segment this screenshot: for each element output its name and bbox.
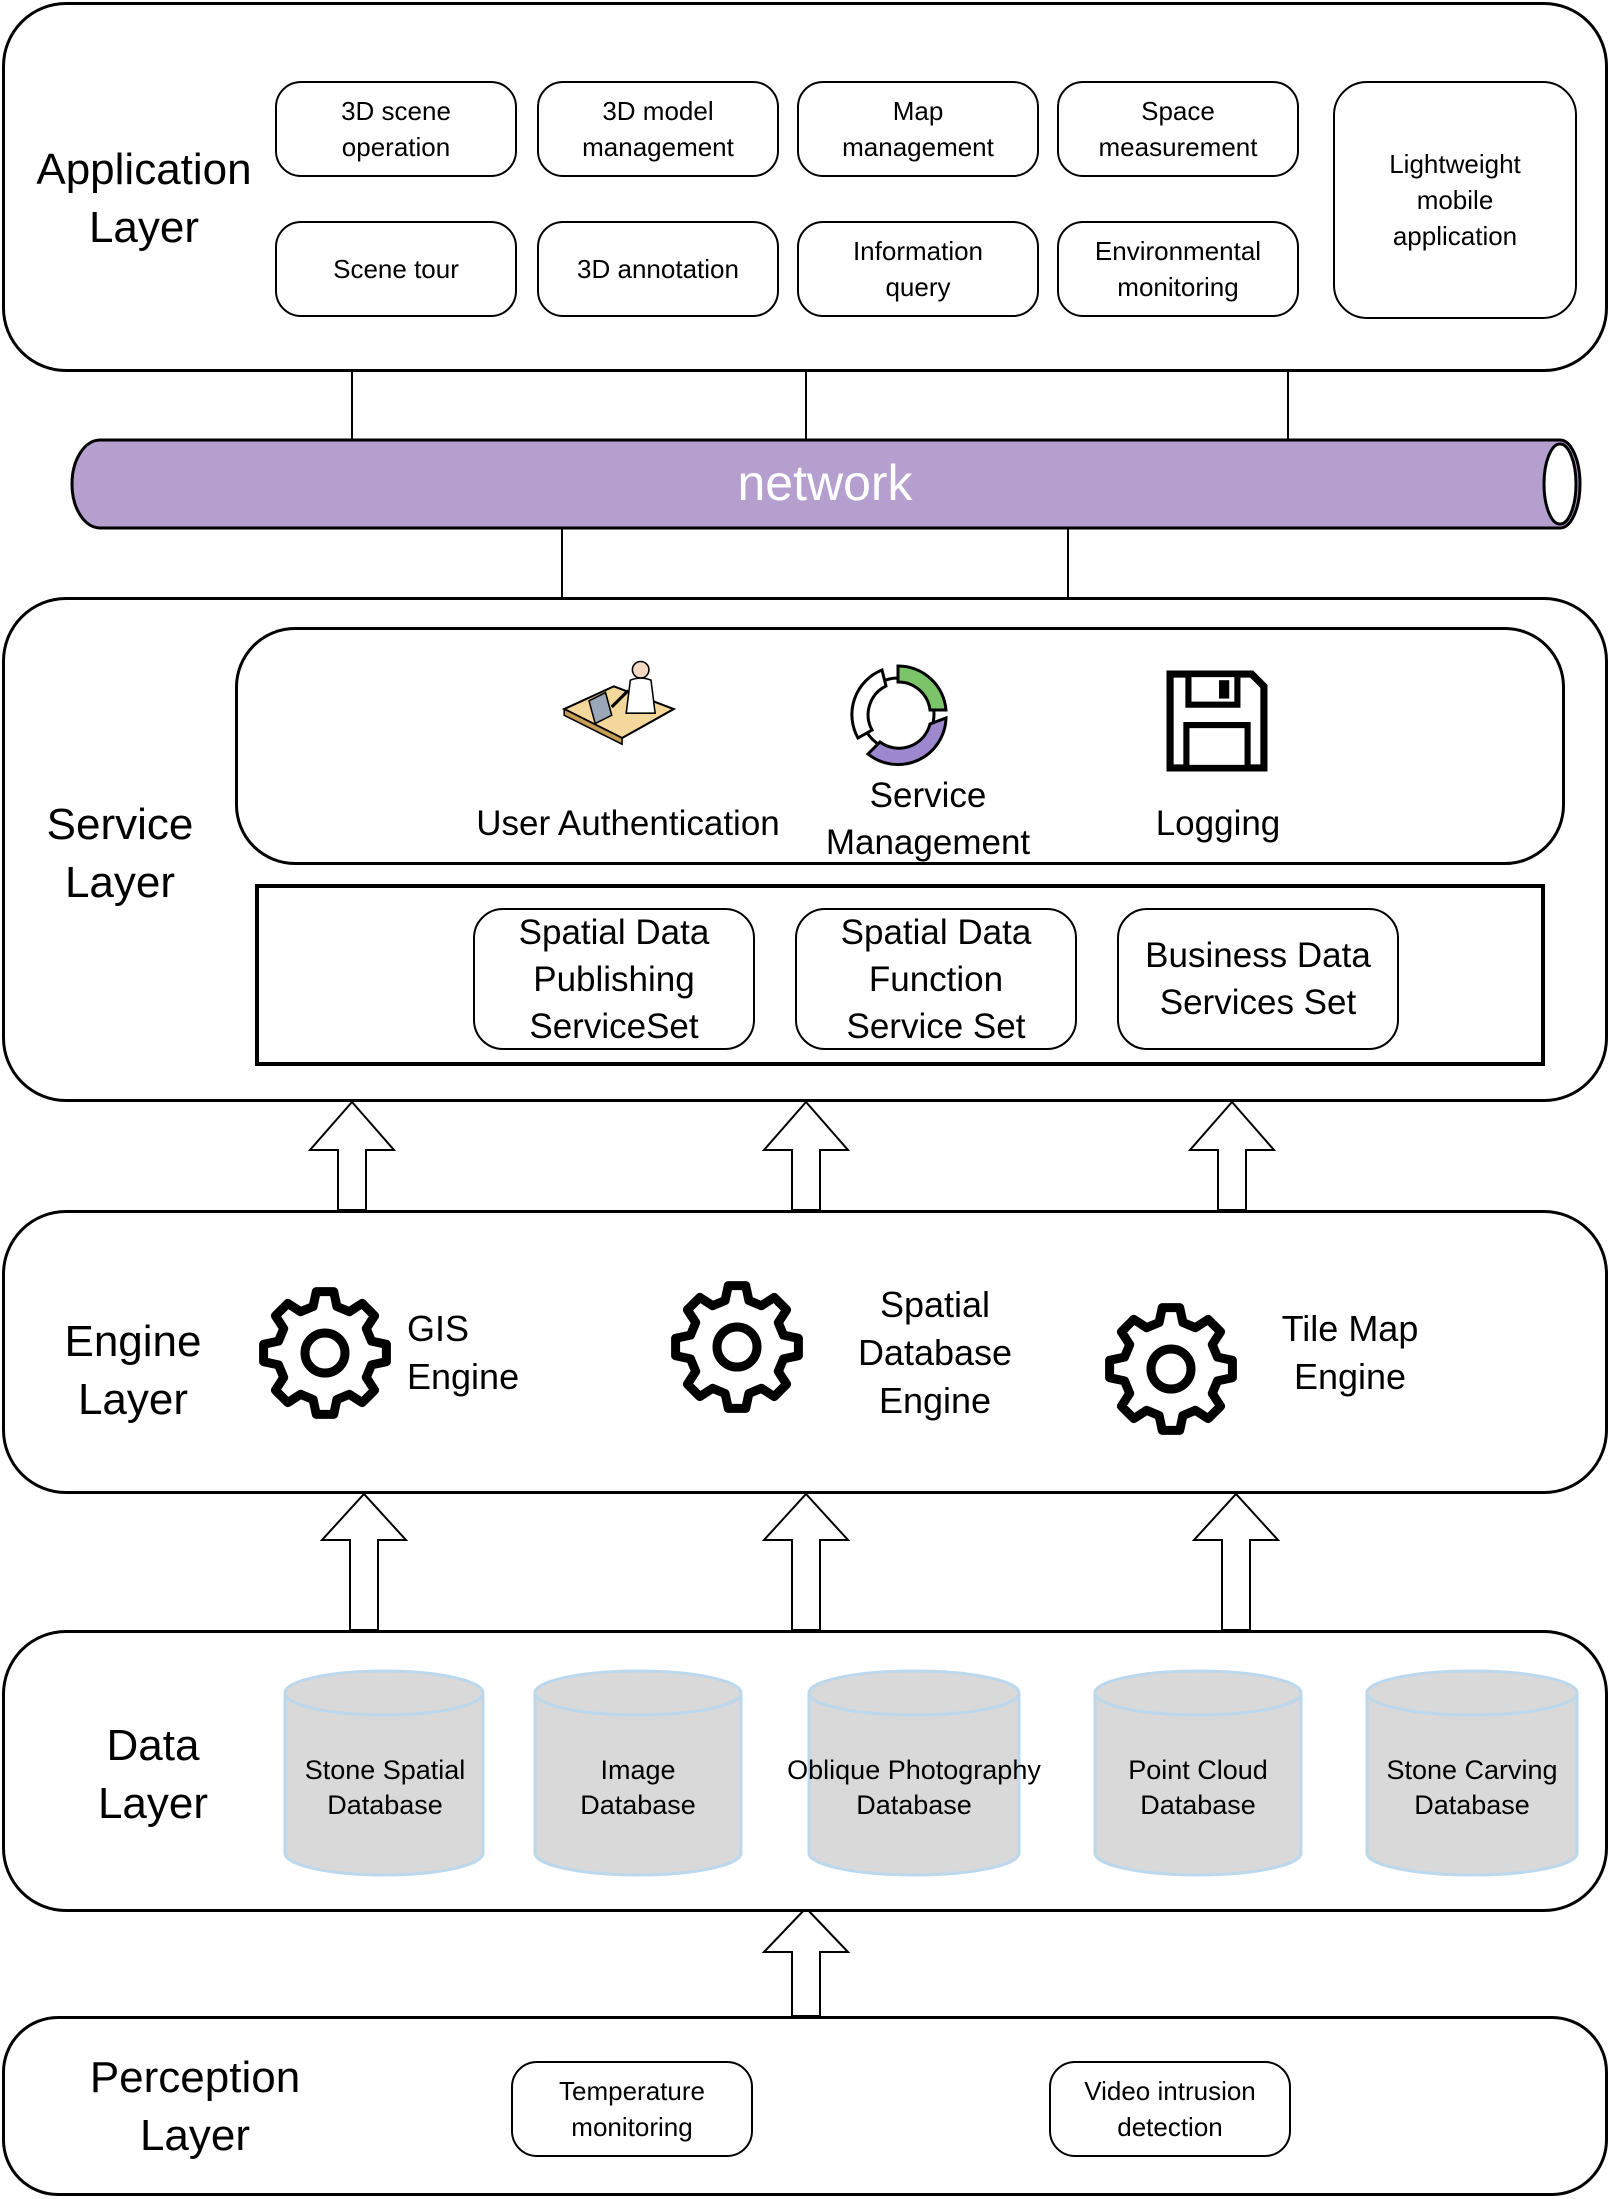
point-cloud-database: Point Cloud Database (1128, 1755, 1268, 1820)
gis-engine-label: GIS Engine (407, 1308, 520, 1397)
database-cylinder-top (1365, 1669, 1579, 1717)
service-set-business-data: Business Data Services Set (1117, 908, 1399, 1050)
service-layer-title: Service Layer (46, 800, 194, 907)
module-information-query: Information query (797, 221, 1039, 317)
application-layer-title: Application Layer (36, 145, 252, 252)
data-layer-title: Data Layer (97, 1721, 209, 1828)
network-label: network (737, 455, 913, 511)
service-core-panel: User Authentication Service Management L… (235, 627, 1565, 865)
data-layer: Data Layer Stone Spatial Database Image … (2, 1630, 1608, 1912)
database-cylinders (283, 1669, 1579, 1877)
user-authentication-label: User Authentication (476, 804, 780, 843)
database-cylinder-body (1365, 1691, 1579, 1877)
module-lightweight-mobile-application: Lightweight mobile application (1333, 81, 1577, 319)
stone-spatial-database: Stone Spatial Database (304, 1755, 466, 1820)
network-pipe-body (70, 438, 1582, 530)
sensor-video-intrusion-detection: Video intrusion detection (1049, 2061, 1291, 2157)
gear-hub (1146, 1344, 1196, 1394)
database-icon (1365, 1669, 1579, 1877)
service-set-panel: Spatial Data Publishing ServiceSet Spati… (255, 884, 1545, 1066)
image-database: Image Database (580, 1755, 696, 1820)
module-3d-model-management: 3D model management (537, 81, 779, 177)
database-cylinder-top (1093, 1669, 1303, 1717)
engine-layer: Engine Layer GIS Engine Spatial Database… (2, 1210, 1608, 1494)
service-management-label: Service Management (825, 776, 1031, 862)
service-set-spatial-data-publishing: Spatial Data Publishing ServiceSet (473, 908, 755, 1050)
up-arrow (307, 1100, 1277, 1211)
module-scene-tour: Scene tour (275, 221, 517, 317)
sensor-temperature-monitoring: Temperature monitoring (511, 2061, 753, 2157)
stone-carving-database: Stone Carving Database (1386, 1755, 1558, 1820)
database-cylinder-top (807, 1669, 1021, 1717)
database-cylinder-body (1093, 1691, 1303, 1877)
service-layer: Service Layer User Authentication Servic… (2, 597, 1608, 1102)
module-map-management: Map management (797, 81, 1039, 177)
gear-icon (1105, 1303, 1237, 1435)
gear-icon (671, 1281, 803, 1413)
spatial-database-engine-label: Spatial Database Engine (857, 1284, 1013, 1421)
module-3d-annotation: 3D annotation (537, 221, 779, 317)
database-cylinder-body (533, 1691, 743, 1877)
database-icon (807, 1669, 1021, 1877)
perception-layer: Perception Layer Temperature monitoring … (2, 2016, 1608, 2196)
up-arrow (319, 1492, 1281, 1631)
up-arrow (761, 1906, 851, 2017)
database-icon (533, 1669, 743, 1877)
network-pipe-end (1542, 442, 1578, 526)
gear-hub (712, 1322, 762, 1372)
database-cylinder-top (533, 1669, 743, 1717)
application-layer: Application Layer 3D scene operation 3D … (2, 2, 1608, 372)
floppy-disk-icon (1166, 670, 1268, 772)
oblique-photography-database: Oblique Photography Database (787, 1755, 1041, 1820)
module-3d-scene-operation: 3D scene operation (275, 81, 517, 177)
database-icon (1093, 1669, 1303, 1877)
database-cylinder-body (807, 1691, 1021, 1877)
logging-label: Logging (1155, 804, 1281, 843)
refresh-cycle-icon (850, 664, 948, 767)
database-cylinder-body (283, 1691, 485, 1877)
database-icon (283, 1669, 485, 1877)
service-set-spatial-data-function: Spatial Data Function Service Set (795, 908, 1077, 1050)
gear-hub (300, 1328, 350, 1378)
gear-icon (259, 1287, 391, 1419)
user-computer-icon (561, 660, 677, 746)
database-cylinder-top (283, 1669, 485, 1717)
network-pipe (70, 438, 1582, 530)
perception-layer-title: Perception Layer (89, 2053, 301, 2160)
tile-map-engine-label: Tile Map Engine (1281, 1308, 1419, 1397)
module-environmental-monitoring: Environmental monitoring (1057, 221, 1299, 317)
module-space-measurement: Space measurement (1057, 81, 1299, 177)
engine-layer-title: Engine Layer (64, 1317, 202, 1424)
